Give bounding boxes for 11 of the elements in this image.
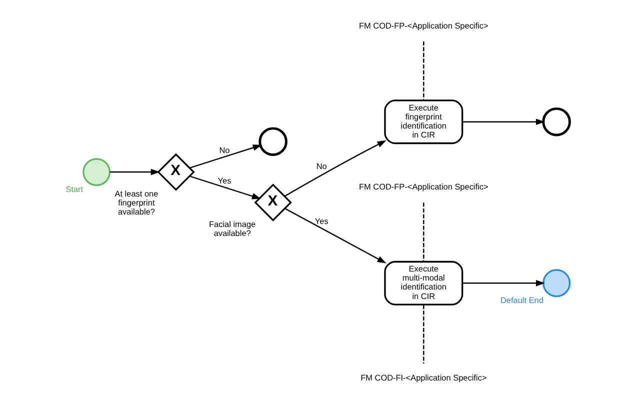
node-label: At least one fingerprint available? bbox=[114, 189, 158, 216]
edge-label: No bbox=[218, 146, 230, 156]
edge-label: Yes bbox=[217, 176, 231, 186]
node-text: FM COD-FP-<Application Specific> bbox=[358, 21, 488, 30]
node-label: Start bbox=[65, 184, 83, 194]
edge-label: Yes bbox=[314, 216, 328, 226]
edge-label: No bbox=[316, 162, 326, 171]
node-text: FM COD-FI-<Application Specific> bbox=[360, 374, 486, 383]
node-label: Default End bbox=[500, 296, 543, 305]
node-text: FM COD-FP-<Application Specific> bbox=[358, 182, 488, 192]
node-label: Facial image available? bbox=[208, 220, 256, 238]
